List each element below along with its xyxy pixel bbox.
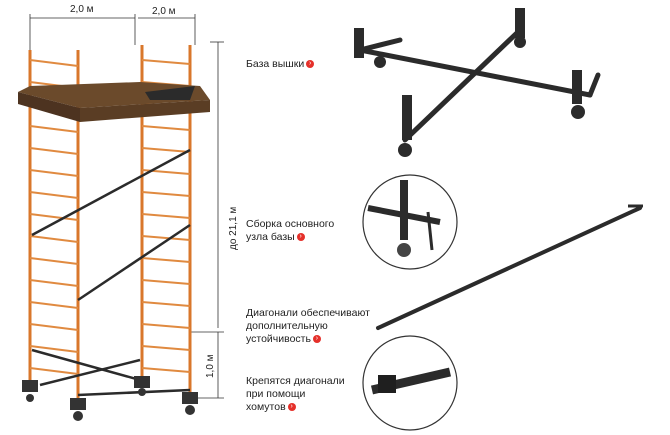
tower-rung [29, 125, 79, 133]
base-node-callout-text: Сборка основного узла базы [246, 218, 335, 243]
tower-rung [141, 213, 191, 219]
base-cross-casters [354, 8, 585, 157]
clamps-callout: Крепятся диагонали при помощи хомутов› [246, 362, 345, 414]
width-side-label: 2,0 м [152, 6, 176, 17]
tower-rung [141, 125, 191, 131]
tower-rung [141, 59, 191, 65]
clamp-detail [362, 335, 458, 431]
arrow-right-icon: › [287, 403, 296, 412]
tower-rung [29, 235, 79, 243]
tower-rung [141, 323, 191, 329]
clamps-callout-text: Крепятся диагонали при помощи хомутов [246, 375, 345, 413]
base-node-detail [362, 174, 458, 270]
arrow-right-icon: › [306, 60, 315, 69]
arrow-right-icon: › [296, 233, 305, 242]
arrow-right-icon: › [312, 335, 321, 344]
tower-rung [29, 213, 79, 221]
base-cross-drawing [357, 27, 601, 143]
width-dimension-lines [29, 14, 196, 50]
diagonals-callout-text: Диагонали обеспечивают дополнительную ус… [246, 307, 370, 345]
tower-rung [29, 191, 79, 199]
tower-rung [29, 301, 79, 309]
tower-rung [29, 169, 79, 177]
tower-rung [29, 345, 79, 353]
tower-rung [29, 279, 79, 287]
tower-rung [141, 367, 191, 373]
tower-diagonals [31, 148, 191, 397]
diagonal-bar-drawing [376, 204, 643, 330]
tower-wheels [22, 376, 198, 421]
tower-rung [29, 59, 79, 67]
tower-rung [29, 367, 79, 375]
tower-rung [29, 323, 79, 331]
tower-rung [141, 257, 191, 263]
tower-deck [18, 82, 210, 122]
tower-rung [141, 191, 191, 197]
tower-rung [141, 345, 191, 351]
tower-rung [141, 279, 191, 285]
base-callout: База вышки› [246, 45, 315, 71]
base-callout-text: База вышки [246, 58, 305, 70]
height-max-label: до 21,1 м [228, 206, 239, 250]
diagonals-callout: Диагонали обеспечивают дополнительную ус… [246, 294, 370, 346]
base-node-callout: Сборка основного узла базы› [246, 205, 334, 244]
tower-rung [141, 147, 191, 153]
tower-rung [29, 147, 79, 155]
tower-rung [29, 257, 79, 265]
tower-rung [141, 235, 191, 241]
base-step-label: 1,0 м [205, 354, 216, 378]
tower-rung [141, 301, 191, 307]
width-front-label: 2,0 м [70, 4, 94, 15]
